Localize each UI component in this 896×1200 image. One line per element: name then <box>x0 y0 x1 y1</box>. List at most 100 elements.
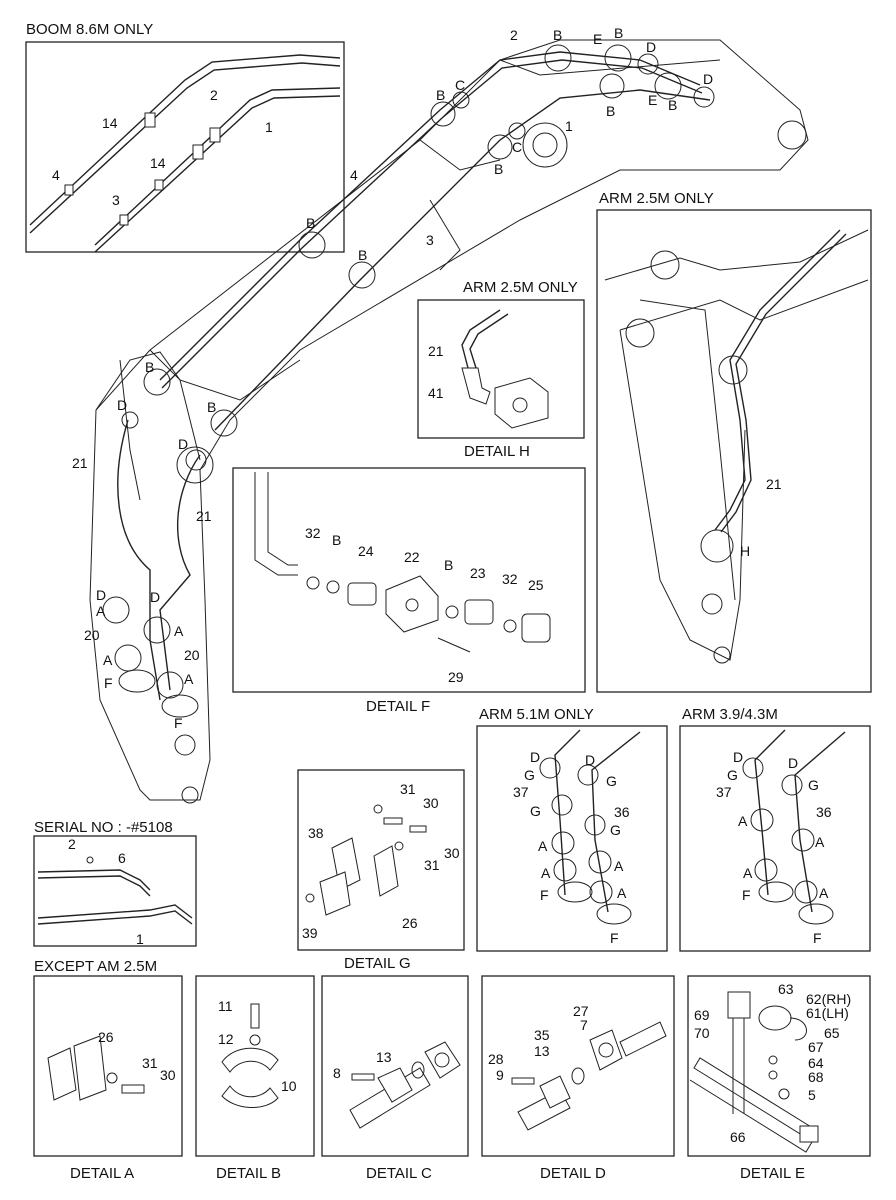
arm51-label-f: F <box>610 930 619 946</box>
callout-e: E <box>648 92 657 108</box>
detail-g-label-31: 31 <box>424 857 440 873</box>
detail-h-title: ARM 2.5M ONLY <box>463 279 578 296</box>
callout-21: 21 <box>196 508 212 524</box>
detail-c-caption: DETAIL C <box>366 1165 432 1182</box>
arm39-label-a: A <box>819 885 829 901</box>
callout-b: B <box>207 399 216 415</box>
callout-d: D <box>96 587 106 603</box>
detail-g-label-38: 38 <box>308 825 324 841</box>
detail-d-label-9: 9 <box>496 1067 504 1083</box>
detail-g-label-30: 30 <box>444 845 460 861</box>
detail-h-caption: DETAIL H <box>464 443 530 460</box>
arm39-label-a: A <box>815 834 825 850</box>
detail-f-panel: 32 B 24 22 B 23 32 25 29 DETAIL F <box>232 467 586 715</box>
callout-21: 21 <box>72 455 88 471</box>
detail-b-label-10: 10 <box>281 1078 297 1094</box>
arm51-label-a: A <box>538 838 548 854</box>
arm51-label-g: G <box>530 803 541 819</box>
main-assembly: 2 B E B D D E B B 1 C B C B 4 B 3 B B D … <box>72 25 809 804</box>
arm39-label-f: F <box>813 930 822 946</box>
detail-g-caption: DETAIL G <box>344 955 411 972</box>
arm25-label-h: H <box>740 543 750 559</box>
detail-f-label-b: B <box>444 557 453 573</box>
arm51-panel: ARM 5.1M ONLY D D G G 37 G 36 G A A A A … <box>476 706 668 952</box>
detail-f-label-25: 25 <box>528 577 544 593</box>
callout-e: E <box>593 31 602 47</box>
detail-e-label-5: 5 <box>808 1087 816 1103</box>
detail-c-label-8: 8 <box>333 1065 341 1081</box>
detail-f-label-b: B <box>332 532 341 548</box>
boom86-label-2: 2 <box>210 87 218 103</box>
boom86-label-1: 1 <box>265 119 273 135</box>
arm39-label-37: 37 <box>716 784 732 800</box>
arm39-label-g: G <box>727 767 738 783</box>
detail-f-caption: DETAIL F <box>366 698 430 715</box>
boom86-label-14: 14 <box>102 115 118 131</box>
arm39-label-36: 36 <box>816 804 832 820</box>
detail-a-panel: 26 31 30 DETAIL A <box>33 975 183 1182</box>
serial-label-2: 2 <box>68 836 76 852</box>
arm25-title: ARM 2.5M ONLY <box>599 190 714 207</box>
detail-g-label-26: 26 <box>402 915 418 931</box>
callout-b: B <box>494 161 503 177</box>
detail-d-panel: 27 7 35 13 28 9 DETAIL D <box>481 975 675 1182</box>
detail-e-label-70: 70 <box>694 1025 710 1041</box>
callout-f: F <box>104 675 113 691</box>
callout-a: A <box>174 623 184 639</box>
detail-d-caption: DETAIL D <box>540 1165 606 1182</box>
arm39-label-d: D <box>788 755 798 771</box>
detail-f-label-23: 23 <box>470 565 486 581</box>
detail-h-label-41: 41 <box>428 385 444 401</box>
arm51-label-36: 36 <box>614 804 630 820</box>
callout-c: C <box>455 77 465 93</box>
serial-label-6: 6 <box>118 850 126 866</box>
callout-a: A <box>184 671 194 687</box>
serial-title: SERIAL NO : -#5108 <box>34 819 173 836</box>
callout-d: D <box>646 39 656 55</box>
arm51-title: ARM 5.1M ONLY <box>479 706 594 723</box>
detail-f-label-32: 32 <box>305 525 321 541</box>
serial-label-1: 1 <box>136 931 144 947</box>
detail-g-panel: 31 30 38 30 31 26 39 DETAIL G <box>297 769 465 972</box>
callout-f: F <box>174 715 183 731</box>
detail-d-label-27: 27 <box>573 1003 589 1019</box>
callout-4: 4 <box>350 167 358 183</box>
callout-d: D <box>150 589 160 605</box>
callout-20: 20 <box>184 647 200 663</box>
arm51-label-g: G <box>524 767 535 783</box>
detail-d-label-7: 7 <box>580 1017 588 1033</box>
detail-f-label-29: 29 <box>448 669 464 685</box>
boom86-title: BOOM 8.6M ONLY <box>26 21 153 38</box>
callout-b: B <box>436 87 445 103</box>
arm51-label-37: 37 <box>513 784 529 800</box>
detail-d-label-13: 13 <box>534 1043 550 1059</box>
callout-d: D <box>703 71 713 87</box>
detail-c-label-13: 13 <box>376 1049 392 1065</box>
arm51-label-g: G <box>610 822 621 838</box>
arm39-label-f: F <box>742 887 751 903</box>
detail-h-label-21: 21 <box>428 343 444 359</box>
arm51-label-g: G <box>606 773 617 789</box>
detail-e-label-67: 67 <box>808 1039 824 1055</box>
detail-f-label-22: 22 <box>404 549 420 565</box>
serial-panel: SERIAL NO : -#5108 2 6 1 <box>33 819 197 947</box>
detail-d-label-28: 28 <box>488 1051 504 1067</box>
detail-b-label-12: 12 <box>218 1031 234 1047</box>
arm51-label-a: A <box>541 865 551 881</box>
callout-c: C <box>512 139 522 155</box>
detail-e-panel: 63 62(RH) 61(LH) 69 70 65 64 67 68 5 66 … <box>687 975 871 1182</box>
callout-20: 20 <box>84 627 100 643</box>
callout-d: D <box>117 397 127 413</box>
detail-e-label-63: 63 <box>778 981 794 997</box>
detail-c-panel: 13 8 DETAIL C <box>321 975 469 1182</box>
detail-e-label-65: 65 <box>824 1025 840 1041</box>
callout-b: B <box>606 103 615 119</box>
detail-e-label-61lh: 61(LH) <box>806 1005 849 1021</box>
callout-b: B <box>614 25 623 41</box>
callout-2: 2 <box>510 27 518 43</box>
arm51-label-d: D <box>530 749 540 765</box>
boom86-panel: BOOM 8.6M ONLY 2 1 14 14 4 3 <box>25 21 345 253</box>
detail-e-label-66: 66 <box>730 1129 746 1145</box>
detail-e-label-62rh: 62(RH) <box>806 991 851 1007</box>
